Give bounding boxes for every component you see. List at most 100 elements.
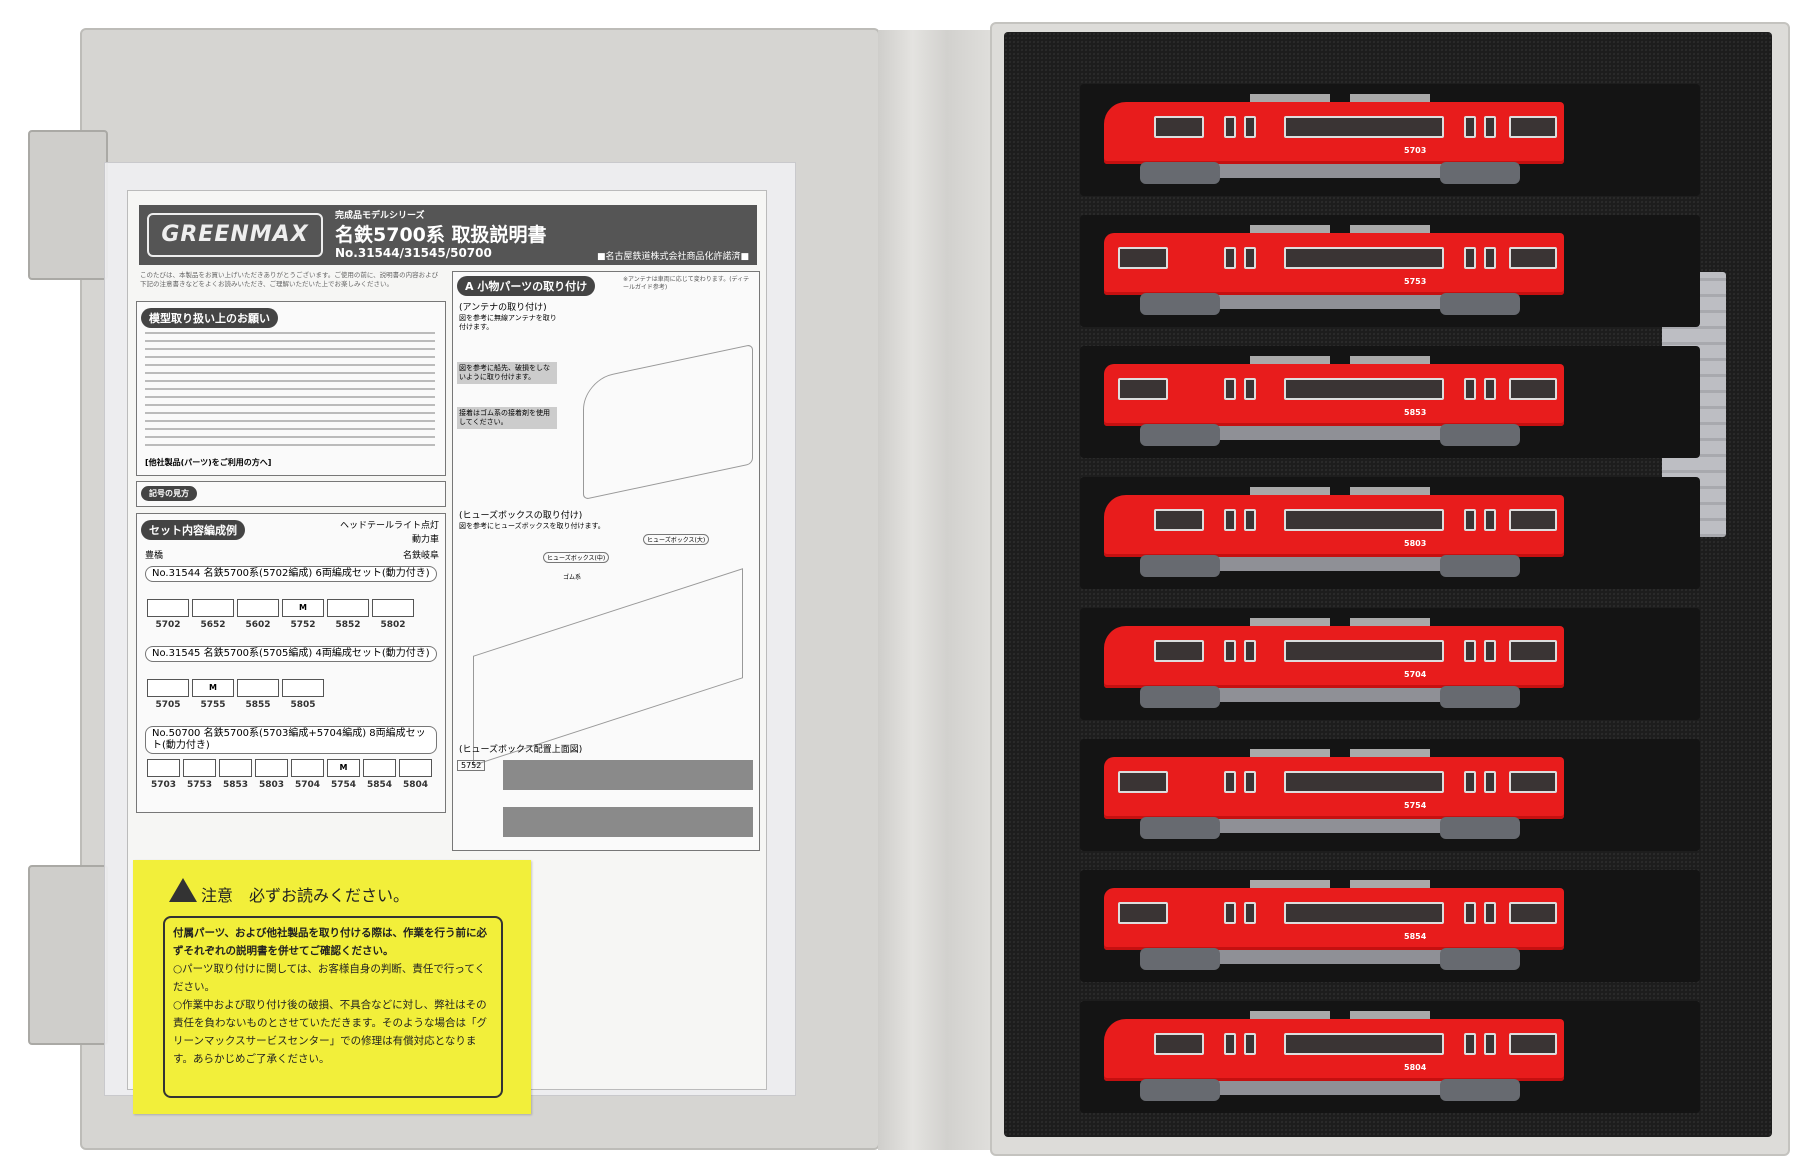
formation-car: [237, 599, 279, 617]
direction-right: 名鉄岐阜: [402, 551, 439, 561]
door-window: [1244, 771, 1256, 793]
window: [1154, 640, 1204, 662]
formation-car: [327, 599, 369, 617]
door-window: [1464, 116, 1476, 138]
window: [1284, 116, 1444, 138]
bogie: [1440, 817, 1520, 839]
car-roof-drawing: [473, 568, 743, 766]
car-body: 5704: [1104, 626, 1564, 688]
formation-car: [192, 599, 234, 617]
formation-heading: セット内容編成例: [141, 520, 245, 540]
bogie: [1140, 1079, 1220, 1101]
sticker-item-1: ○パーツ取り付けに関しては、お客様自身の判断、責任で行ってください。: [173, 963, 486, 993]
car-number-marking: 5704: [1404, 670, 1427, 679]
window: [1509, 378, 1557, 400]
car-number-marking: 5854: [1404, 932, 1427, 941]
door-window: [1244, 640, 1256, 662]
train-front-drawing: [583, 343, 753, 501]
door-window: [1484, 378, 1496, 400]
bogie: [1440, 555, 1520, 577]
car-number: 5602: [245, 620, 271, 630]
car-number-marking: 5803: [1404, 539, 1427, 548]
underfloor-equipment: [1180, 295, 1480, 309]
formation-diagram: M: [147, 759, 432, 777]
model-train-car: 5854: [1100, 876, 1570, 971]
door-window: [1244, 378, 1256, 400]
window: [1284, 1033, 1444, 1055]
door-window: [1224, 1033, 1236, 1055]
window: [1509, 1033, 1557, 1055]
formation-car: M: [282, 599, 324, 617]
window: [1154, 509, 1204, 531]
car-number: 5802: [380, 620, 406, 630]
door-window: [1484, 771, 1496, 793]
manual-title: 名鉄5700系 取扱説明書: [335, 224, 547, 246]
underfloor-equipment: [1180, 557, 1480, 571]
car-number: 5754: [330, 780, 357, 790]
fusebox-layout-heading: (ヒューズボックス配置上面図): [459, 745, 583, 755]
formation-car: [147, 679, 189, 697]
fusebox-text: 図を参考にヒューズボックスを取り付けます。: [459, 522, 605, 530]
bogie: [1140, 817, 1220, 839]
door-window: [1244, 247, 1256, 269]
bogie: [1440, 424, 1520, 446]
glue-label: ゴム系: [563, 574, 582, 581]
door-window: [1464, 378, 1476, 400]
formation-car: M: [327, 759, 360, 777]
model-train-car: 5704: [1100, 614, 1570, 709]
car-body: 5853: [1104, 364, 1564, 426]
model-train-car: 5853: [1100, 352, 1570, 447]
formation-car: [363, 759, 396, 777]
door-window: [1464, 640, 1476, 662]
warning-icon: [169, 878, 197, 902]
formation-car: [237, 679, 279, 697]
formation-car: [219, 759, 252, 777]
antenna-heading: (アンテナの取り付け): [459, 303, 547, 313]
car-number: 5852: [335, 620, 361, 630]
car-number-marking: 5753: [1404, 277, 1427, 286]
formation-car: [183, 759, 216, 777]
series-label: 完成品モデルシリーズ: [335, 211, 425, 221]
window: [1509, 771, 1557, 793]
car-body: 5703: [1104, 102, 1564, 164]
model-train-car: 5753: [1100, 221, 1570, 316]
legend-light: ヘッドテールライト点灯: [339, 521, 439, 531]
door-window: [1484, 509, 1496, 531]
car-number: 5705: [155, 700, 181, 710]
caution-2: 接着はゴム系の接着剤を使用してください。: [457, 407, 557, 429]
car-number-marking: 5754: [1404, 801, 1427, 810]
roof-equipment: [1250, 356, 1330, 366]
window: [1118, 247, 1168, 269]
handling-heading: 模型取り扱い上のお願い: [141, 308, 278, 328]
roof-equipment: [1350, 1011, 1430, 1021]
car-number-marking: 5703: [1404, 146, 1427, 155]
section-letter: A: [465, 280, 474, 293]
roof-equipment: [1250, 1011, 1330, 1021]
roof-equipment: [1350, 487, 1430, 497]
window: [1154, 1033, 1204, 1055]
car-number: 5803: [258, 780, 285, 790]
car-number: 5854: [366, 780, 393, 790]
fusebox-large-label: ヒューズボックス(大): [643, 534, 710, 545]
door-window: [1224, 640, 1236, 662]
window: [1118, 902, 1168, 924]
roof-equipment: [1250, 487, 1330, 497]
car-number: 5704: [294, 780, 321, 790]
door-window: [1244, 509, 1256, 531]
handling-section: 模型取り扱い上のお願い [他社製品(パーツ)をご利用の方へ]: [136, 301, 446, 476]
layout-car-number: 5752: [457, 760, 486, 771]
parts-heading: A 小物パーツの取り付け: [457, 276, 596, 296]
bogie: [1440, 1079, 1520, 1101]
door-window: [1464, 1033, 1476, 1055]
parts-heading-text: 小物パーツの取り付け: [477, 280, 588, 293]
formation-car: [399, 759, 432, 777]
car-number: 5804: [402, 780, 429, 790]
bogie: [1440, 162, 1520, 184]
car-number: 5702: [155, 620, 181, 630]
set-label: No.31544 名鉄5700系(5702編成) 6両編成セット(動力付き): [145, 566, 437, 582]
roof-layout-5752: [503, 760, 753, 790]
window: [1509, 116, 1557, 138]
caution-1: 図を参考に船先、破損をしないように取り付けます。: [457, 362, 557, 384]
antenna-text: 図を参考に無線アンテナを取り付けます。: [459, 314, 557, 331]
roof-equipment: [1350, 94, 1430, 104]
